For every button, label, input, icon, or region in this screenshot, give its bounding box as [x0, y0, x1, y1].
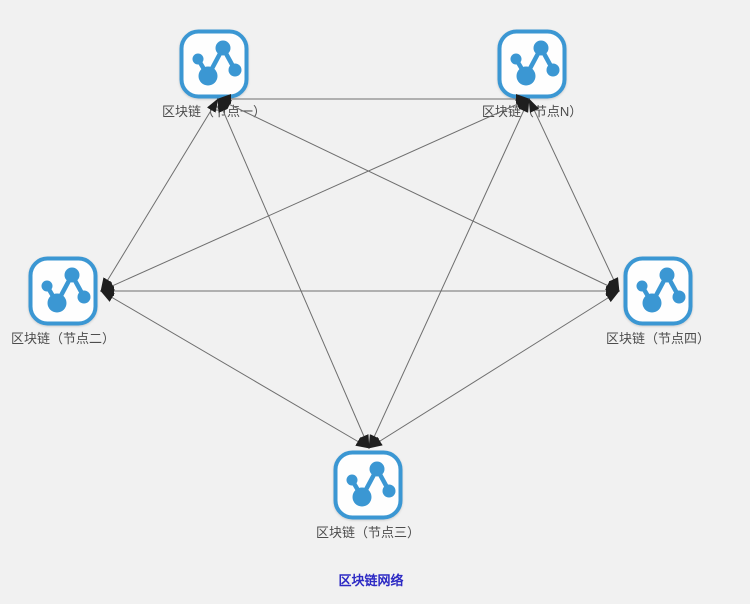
- edge-node1-node2: [100, 98, 219, 292]
- node-blockchain-2[interactable]: 区块链（节点二）: [11, 255, 115, 347]
- node-blockchain-4[interactable]: 区块链（节点四）: [606, 255, 710, 347]
- node-label: 区块链（节点三）: [316, 525, 421, 540]
- node-label: 区块链（节点N）: [481, 104, 583, 119]
- network-share-icon: [333, 450, 403, 520]
- network-share-icon: [179, 29, 249, 99]
- diagram-title: 区块链网络: [338, 573, 404, 588]
- node-blockchain-n[interactable]: 区块链（节点N）: [482, 28, 582, 120]
- node-blockchain-3[interactable]: 区块链（节点三）: [316, 449, 420, 541]
- edge-node3-node4: [368, 290, 620, 449]
- network-share-icon: [28, 256, 98, 326]
- edge-node1-node4: [217, 98, 620, 292]
- node-label: 区块链（节点一）: [162, 104, 267, 119]
- network-share-icon: [497, 29, 567, 99]
- node-label: 区块链（节点四）: [606, 331, 711, 346]
- node-label: 区块链（节点二）: [11, 331, 116, 346]
- edge-node2-node3: [100, 290, 370, 449]
- network-share-icon: [623, 256, 693, 326]
- edge-nodeN-node2: [100, 98, 530, 292]
- edge-node1-node3: [217, 98, 370, 449]
- edge-nodeN-node3: [368, 98, 530, 449]
- node-blockchain-1[interactable]: 区块链（节点一）: [162, 28, 266, 120]
- edge-nodeN-node4: [528, 98, 620, 292]
